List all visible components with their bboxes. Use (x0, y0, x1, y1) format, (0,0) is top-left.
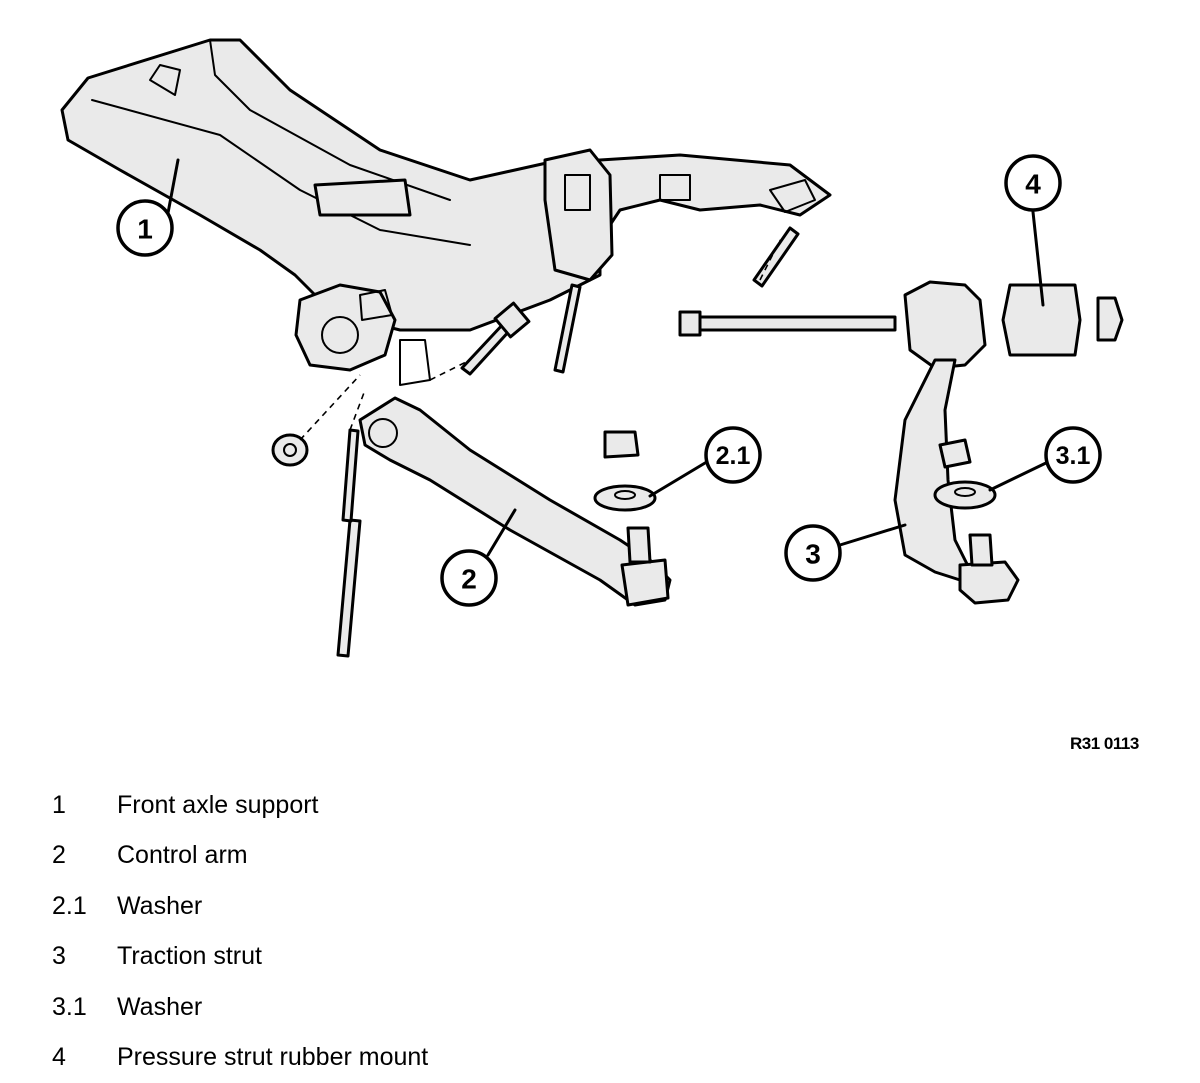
callout-4: 4 (1006, 156, 1060, 210)
legend-item: 1 Front axle support (52, 780, 752, 831)
legend-label: Pressure strut rubber mount (117, 1043, 428, 1072)
pressure-strut-rubber-mount (1003, 285, 1122, 355)
legend-item: 2.1 Washer (52, 881, 752, 932)
traction-strut (895, 282, 1018, 603)
legend-item: 3 Traction strut (52, 932, 752, 983)
parts-legend: 1 Front axle support 2 Control arm 2.1 W… (52, 780, 752, 1083)
legend-label: Front axle support (117, 791, 319, 820)
reference-code: R31 0113 (1070, 734, 1139, 754)
callout-4-label: 4 (1025, 169, 1041, 200)
callout-2-label: 2 (461, 564, 477, 595)
callout-1-label: 1 (137, 214, 153, 245)
legend-label: Control arm (117, 841, 248, 870)
legend-number: 2 (52, 841, 117, 870)
legend-number: 3 (52, 942, 117, 971)
control-arm (360, 398, 670, 605)
callout-1: 1 (118, 201, 172, 255)
legend-number: 2.1 (52, 892, 117, 921)
front-axle-support (62, 40, 830, 385)
suspension-exploded-diagram: 1 2 2.1 3 3.1 4 (0, 0, 1200, 720)
callout-3-label: 3 (805, 539, 821, 570)
legend-label: Washer (117, 892, 202, 921)
legend-item: 3.1 Washer (52, 982, 752, 1033)
legend-label: Washer (117, 993, 202, 1022)
legend-item: 2 Control arm (52, 831, 752, 882)
legend-label: Traction strut (117, 942, 262, 971)
callout-2: 2 (442, 551, 496, 605)
callout-3: 3 (786, 526, 840, 580)
legend-item: 4 Pressure strut rubber mount (52, 1033, 752, 1083)
legend-number: 3.1 (52, 993, 117, 1022)
callout-2-1-label: 2.1 (716, 442, 751, 470)
callout-3-1: 3.1 (1046, 428, 1100, 482)
callout-3-1-label: 3.1 (1056, 442, 1091, 470)
callout-2-1: 2.1 (706, 428, 760, 482)
legend-number: 4 (52, 1043, 117, 1072)
legend-number: 1 (52, 791, 117, 820)
